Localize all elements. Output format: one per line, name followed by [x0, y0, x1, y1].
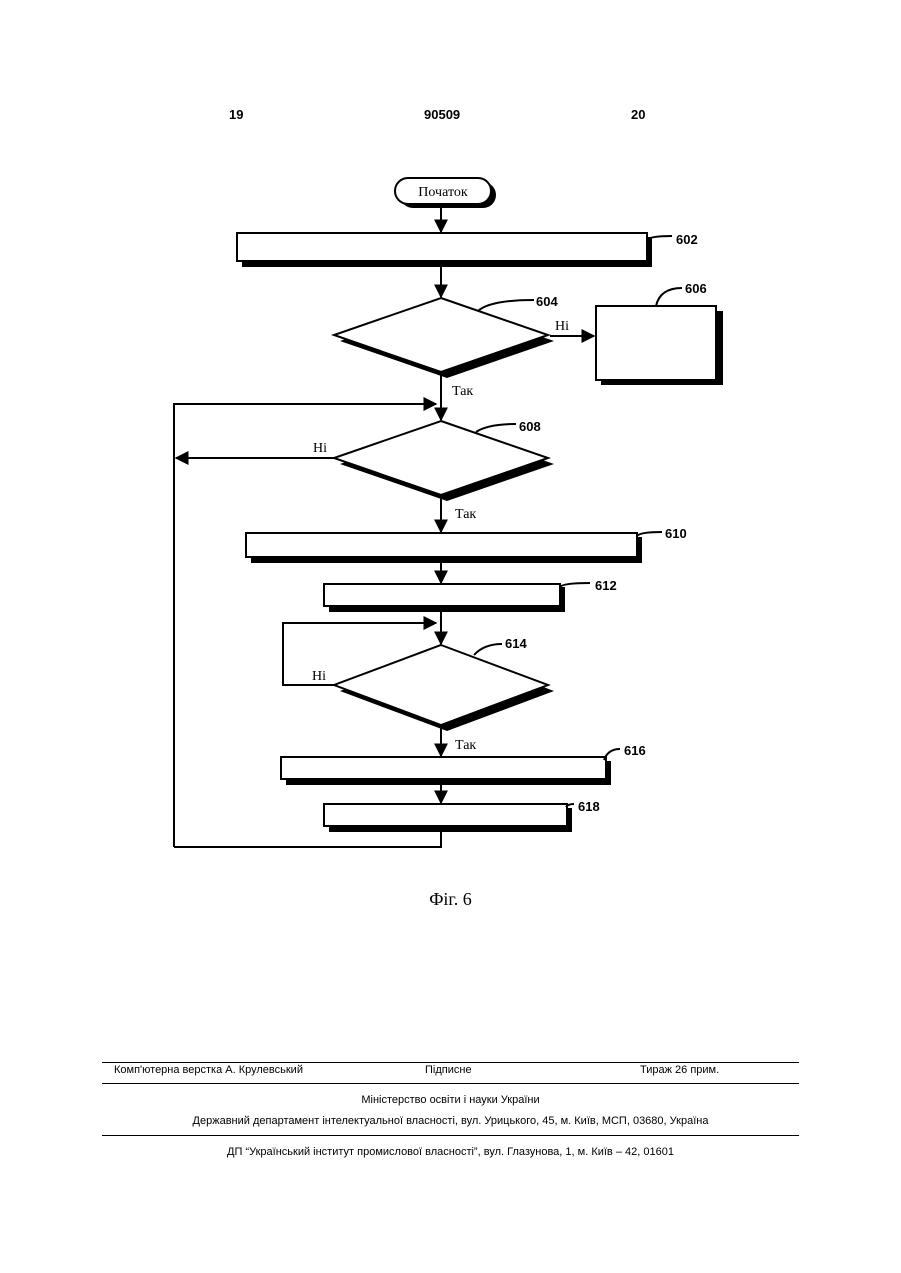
- branch-label-608-no: Ні: [313, 441, 327, 456]
- footer-rule-top: [102, 1062, 799, 1063]
- leader-610: [637, 532, 662, 536]
- footer-signed: Підписне: [425, 1064, 472, 1076]
- branch-label-604-no: Ні: [555, 319, 569, 334]
- footer-rule-bottom: [102, 1135, 799, 1136]
- leader-606: [656, 288, 682, 306]
- footer-institute: ДП “Український інститут промислової вла…: [0, 1146, 901, 1158]
- decision-614: [334, 645, 554, 731]
- leader-614: [474, 644, 502, 655]
- process-box-602: [237, 233, 652, 267]
- ref-608: 608: [519, 419, 541, 434]
- footer-rule-middle: [102, 1083, 799, 1084]
- process-box-606: [596, 306, 723, 385]
- branch-label-614-no: Ні: [312, 669, 326, 684]
- leader-612: [560, 583, 590, 587]
- branch-label-604-yes: Так: [452, 384, 473, 399]
- footer-ministry: Міністерство освіти і науки України: [0, 1094, 901, 1106]
- flowchart-diagram: Початок 602 604 606 608 610 612: [0, 0, 901, 880]
- figure-caption: Фіг. 6: [0, 889, 901, 910]
- leader-608: [476, 424, 516, 432]
- ref-616: 616: [624, 743, 646, 758]
- ref-604: 604: [536, 294, 558, 309]
- start-terminator: Початок: [395, 178, 496, 208]
- connectors: [174, 208, 594, 847]
- footer-print-run: Тираж 26 прим.: [640, 1064, 719, 1076]
- start-label: Початок: [418, 185, 468, 200]
- footer-layout-credit: Комп'ютерна верстка А. Крулевський: [114, 1064, 303, 1076]
- branch-label-608-yes: Так: [455, 507, 476, 522]
- process-box-618: [324, 804, 572, 832]
- ref-610: 610: [665, 526, 687, 541]
- leader-604: [478, 300, 534, 311]
- process-box-612: [324, 584, 565, 612]
- decision-604: [334, 298, 554, 378]
- ref-614: 614: [505, 636, 527, 651]
- ref-606: 606: [685, 281, 707, 296]
- branch-label-614-yes: Так: [455, 738, 476, 753]
- ref-618: 618: [578, 799, 600, 814]
- process-box-610: [246, 533, 642, 563]
- ref-602: 602: [676, 232, 698, 247]
- footer-department: Державний департамент інтелектуальної вл…: [0, 1115, 901, 1127]
- ref-612: 612: [595, 578, 617, 593]
- process-box-616: [281, 757, 611, 785]
